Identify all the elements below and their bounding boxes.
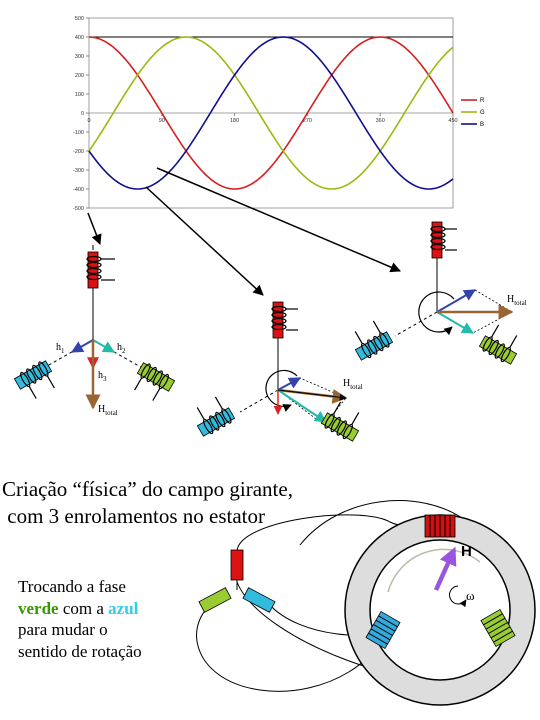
dash-left-3 [394, 311, 438, 337]
label-h3: h3 [98, 370, 107, 383]
field-arrow [433, 546, 457, 591]
vector-diagram-1: h1 h2 h3 Htotal [13, 245, 176, 417]
caption-line-2: com 3 enrolamentos no estator [2, 504, 266, 528]
y-tick-label: -100 [73, 130, 84, 136]
blue-coil-2 [196, 396, 236, 437]
stator-red-winding [424, 514, 456, 538]
red-phase-block [230, 549, 244, 581]
green-coil-1 [134, 362, 176, 401]
series-line-G [88, 36, 454, 190]
y-tick-label: 100 [75, 92, 84, 98]
caption-line-1: Criação “física” do campo girante, [2, 477, 293, 501]
rotor-arrow-label: H [461, 543, 472, 560]
red-coil-2 [271, 301, 298, 339]
rotor-gap [369, 539, 511, 681]
legend-label-R: R [480, 98, 485, 104]
y-tick-label: -200 [73, 149, 84, 155]
stator-green-winding [480, 608, 516, 648]
note-green: verde [18, 598, 59, 618]
chart-legend: RGB [461, 98, 485, 128]
series-lines [88, 36, 454, 190]
dash-left-1 [39, 339, 94, 371]
h1-vector-3 [436, 289, 477, 313]
pointer-arrow-1 [87, 212, 102, 245]
series-line-R [88, 36, 454, 190]
wire-5 [299, 500, 466, 546]
note-blue: azul [108, 598, 139, 618]
y-tick-label: -400 [73, 187, 84, 193]
legend-label-G: G [480, 110, 485, 116]
y-tick-label: 500 [75, 16, 84, 22]
label-htotal-2: Htotal [343, 378, 363, 391]
x-tick-label: 90 [159, 118, 165, 124]
vector-diagram-2: Htotal [196, 301, 363, 442]
green-phase-block [198, 587, 232, 613]
note-part2: com a [62, 598, 104, 618]
rotor-arc [387, 548, 481, 593]
stator-blue-winding [365, 610, 401, 650]
x-tick-label: 360 [376, 118, 385, 124]
series-line-B [88, 36, 454, 190]
red-coil-3 [430, 221, 457, 259]
green-coil-2 [320, 401, 360, 442]
y-tick-label: -500 [73, 206, 84, 212]
x-tick-label: 270 [303, 118, 312, 124]
omega-label: ω [466, 588, 475, 603]
vector-diagram-3: Htotal [354, 221, 527, 365]
x-tick-label: 450 [448, 118, 457, 124]
label-htotal-1: Htotal [98, 404, 118, 417]
caption: Criação “física” do campo girante, com 3… [2, 476, 293, 530]
y-tick-label: 200 [75, 73, 84, 79]
rotation-arc-3 [418, 291, 455, 336]
y-tick-label: 400 [75, 35, 84, 41]
omega-arc [449, 585, 467, 608]
note-part1: Trocando a fase [18, 577, 126, 596]
h1-vector [70, 339, 94, 353]
pointer-arrow-3 [156, 167, 401, 273]
red-coil-1 [86, 245, 115, 289]
blue-phase-block [242, 587, 276, 613]
y-tick-label: 300 [75, 54, 84, 60]
y-tick-label: -300 [73, 168, 84, 174]
blue-coil-3 [354, 320, 394, 361]
y-tick-label: 0 [81, 111, 84, 117]
x-tick-label: 180 [230, 118, 239, 124]
h2-vector-2 [277, 389, 327, 423]
label-h1: h1 [56, 342, 65, 355]
note-part4: sentido de rotação [18, 641, 142, 661]
note-part3: para mudar o [18, 620, 108, 639]
rotation-note: Trocando a fase verde com a azul para mu… [18, 576, 142, 662]
htotal-line-2 [277, 389, 347, 401]
h1-vector-2 [277, 377, 302, 391]
h2-vector-3 [436, 311, 475, 334]
green-coil-3 [478, 324, 518, 365]
legend-label-B: B [480, 122, 484, 128]
stator-illustration: H ω [196, 500, 536, 706]
blue-coil-1 [13, 360, 55, 399]
x-tick-label: 0 [87, 118, 90, 124]
pointer-arrow-2 [145, 186, 264, 296]
label-htotal-3: Htotal [507, 294, 527, 307]
label-h2: h2 [117, 342, 126, 355]
dash-left-2 [239, 389, 279, 413]
dash-right-1 [92, 339, 147, 371]
h2-vector [92, 339, 116, 353]
